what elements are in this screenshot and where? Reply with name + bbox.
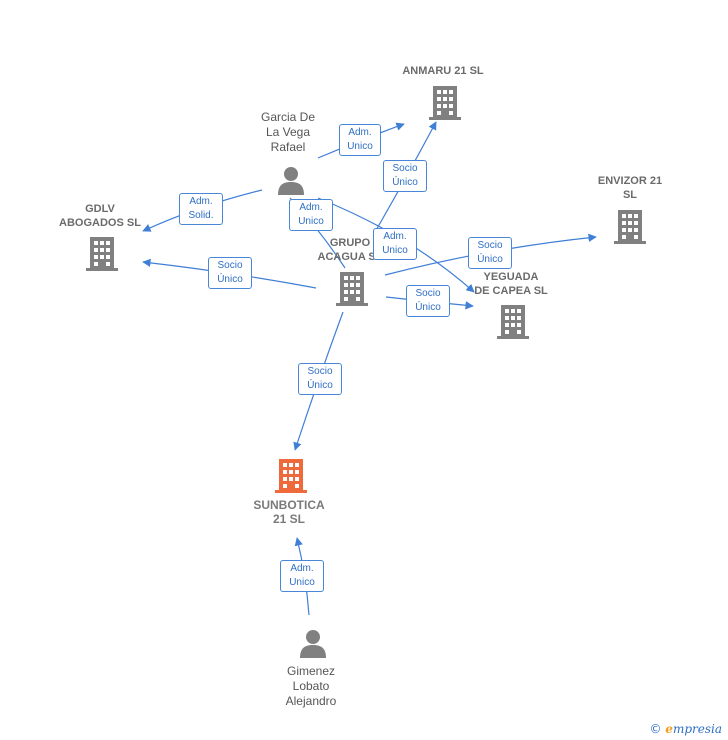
badge-garcia-yeguada: Adm. Unico — [373, 228, 417, 260]
badge-grupo-envizor: Socio Único — [468, 237, 512, 269]
envizor-building-icon[interactable] — [614, 210, 646, 244]
badge-gimenez-sunbotica: Adm. Unico — [280, 560, 324, 592]
badge-garcia-gdlv: Adm. Solid. — [179, 193, 223, 225]
badge-grupo-anmaru: Socio Único — [383, 160, 427, 192]
sunbotica-label[interactable]: SUNBOTICA 21 SL — [253, 498, 325, 526]
sunbotica-building-icon[interactable] — [275, 459, 307, 493]
garcia-person-icon[interactable] — [278, 167, 304, 195]
brand-initial: e — [665, 722, 673, 736]
grupo-building-icon[interactable] — [336, 272, 368, 306]
badge-grupo-yeguada: Socio Único — [406, 285, 450, 317]
brand-name: mpresia — [672, 722, 722, 736]
garcia-label[interactable]: Garcia De La Vega Rafael — [260, 110, 316, 154]
gimenez-label[interactable]: Gimenez Lobato Alejandro — [285, 664, 337, 708]
badge-garcia-grupo: Adm. Unico — [289, 199, 333, 231]
badge-grupo-gdlv: Socio Único — [208, 257, 252, 289]
empresia-brand[interactable]: © empresia — [649, 722, 722, 736]
gimenez-person-icon[interactable] — [300, 630, 326, 658]
gdlv-building-icon[interactable] — [86, 237, 118, 271]
copyright-icon: © — [649, 722, 662, 736]
anmaru-building-icon[interactable] — [429, 86, 461, 120]
badge-garcia-anmaru: Adm. Unico — [339, 124, 381, 156]
envizor-label[interactable]: ENVIZOR 21 SL — [597, 175, 663, 201]
yeguada-building-icon[interactable] — [497, 305, 529, 339]
yeguada-label[interactable]: YEGUADA DE CAPEA SL — [474, 271, 548, 297]
badge-grupo-sunbotica: Socio Único — [298, 363, 342, 395]
gdlv-label[interactable]: GDLV ABOGADOS SL — [59, 203, 141, 229]
anmaru-label[interactable]: ANMARU 21 SL — [402, 65, 484, 77]
